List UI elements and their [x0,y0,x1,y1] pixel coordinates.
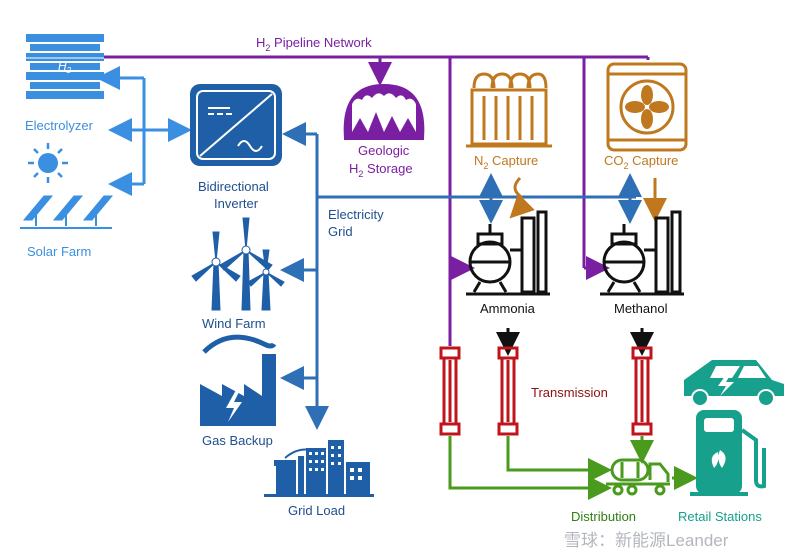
storage-label: Geologic [358,143,410,158]
grid-label: Electricity [328,207,384,222]
electricity-grid-lines [280,122,642,430]
renewables-connectors [96,66,192,196]
geologic-storage-icon [343,84,425,140]
storage-label-2: H2 Storage [349,161,413,179]
gas-backup-icon [200,334,277,426]
ammonia-plant-icon [466,210,550,296]
methanol-label: Methanol [614,301,668,316]
grid-label-2: Grid [328,224,353,239]
gas-label: Gas Backup [202,433,273,448]
n2-arrow [509,176,535,219]
n2-label: N2 Capture [474,153,538,171]
electrolyzer-icon [26,34,104,99]
co2-label: CO2 Capture [604,153,678,171]
sun-icon [28,143,68,183]
inverter-icon [190,84,282,166]
electrolyzer-mark: H2 [58,59,72,75]
solar-panels-icon [20,195,114,229]
solar-label: Solar Farm [27,244,91,259]
transmission-label: Transmission [531,385,608,400]
pipeline-title: H2 Pipeline Network [256,35,372,53]
watermark: 雪球：新能源Leander [564,531,729,550]
distribution-label: Distribution [571,509,636,524]
inverter-label: Bidirectional [198,179,269,194]
grid-load-label: Grid Load [288,503,345,518]
wind-label: Wind Farm [202,316,266,331]
retail-label: Retail Stations [678,509,762,524]
grid-load-icon [264,440,374,497]
n2-capture-icon [466,72,552,148]
inverter-label-2: Inverter [214,196,259,211]
tanker-truck-icon [606,458,670,496]
co2-capture-icon [606,62,688,152]
wind-turbines-icon [191,217,285,311]
methanol-plant-icon [600,210,684,296]
fuel-cell-car-icon [684,360,784,407]
transmission-pipes [439,328,654,436]
electrolyzer-label: Electrolyzer [25,118,94,133]
ammonia-label: Ammonia [480,301,536,316]
fuel-pump-icon [690,410,766,496]
distribution-lines [448,436,698,500]
